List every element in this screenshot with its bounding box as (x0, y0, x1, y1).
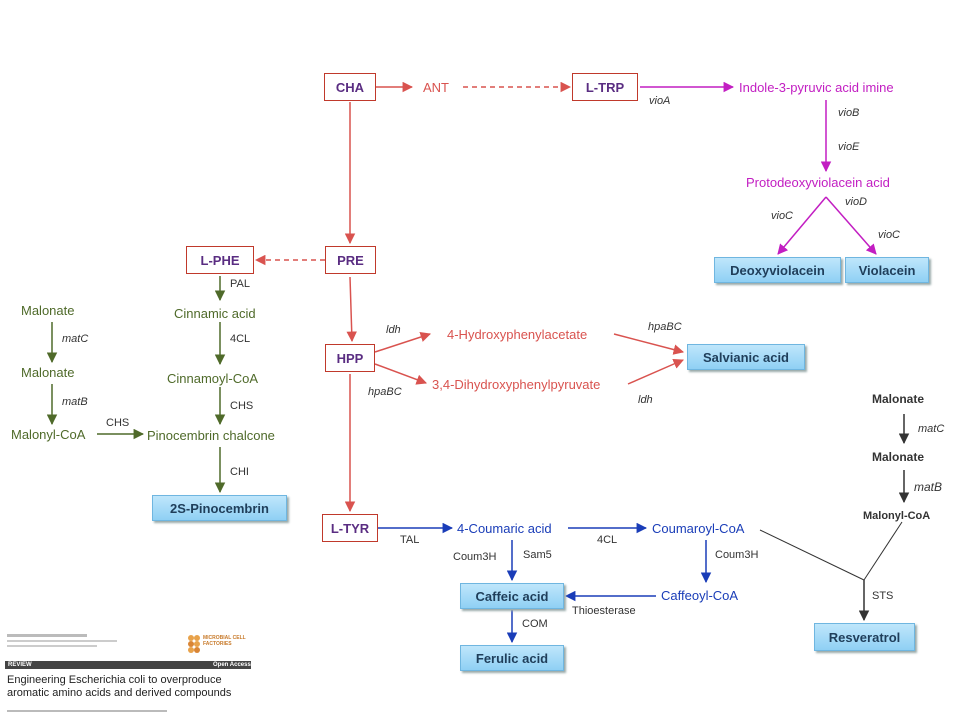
product-salvianic-acid: Salvianic acid (687, 344, 805, 370)
node-dihydroxyphenylpyruvate: 3,4-Dihydroxyphenylpyruvate (432, 377, 601, 392)
enzyme-tal: TAL (400, 534, 420, 546)
enzyme-4cl-left: 4CL (230, 333, 251, 345)
enzyme-4cl-right: 4CL (597, 534, 618, 546)
enzyme-matC-left: matC (62, 333, 89, 345)
edge-hpp-dhpp (374, 363, 427, 385)
edge-proto-viol (825, 196, 877, 255)
node-malonate-left-2: Malonate (21, 365, 75, 380)
enzyme-chs-malonyl: CHS (106, 417, 130, 429)
node-malonylcoa-right: Malonyl-CoA (863, 510, 931, 522)
product-violacein: Violacein (845, 257, 929, 283)
node-cinnamic: Cinnamic acid (174, 306, 256, 321)
enzyme-pal: PAL (230, 278, 250, 290)
node-malonate-right-1: Malonate (872, 392, 925, 406)
enzyme-sam5: Sam5 (523, 549, 552, 561)
enzyme-coum3h-right: Coum3H (715, 549, 759, 561)
journal-logo-icon (188, 635, 200, 653)
node-ltrp: L-TRP (572, 73, 638, 101)
citation-title: Engineering Escherichia coli to overprod… (7, 674, 232, 699)
enzyme-vioC-left: vioC (771, 210, 794, 222)
journal-logo-text: MICROBIAL CELL FACTORIES (203, 635, 246, 647)
citation-tag-open-access: Open Access (213, 662, 251, 668)
node-coumaroyl: Coumaroyl-CoA (652, 521, 745, 536)
node-cinnamoyl: Cinnamoyl-CoA (167, 371, 259, 386)
edge-coumaroyl-sts (759, 529, 865, 581)
citation-header-graphic (5, 634, 251, 669)
edge-hpp-hpa (374, 331, 431, 353)
node-lphe: L-PHE (186, 246, 254, 274)
enzyme-hpabc-top: hpaBC (648, 321, 682, 333)
node-ltyr: L-TYR (322, 514, 378, 542)
enzyme-ldh-bottom: ldh (638, 394, 653, 406)
enzyme-vioE: vioE (838, 141, 860, 153)
node-coumaric: 4-Coumaric acid (457, 521, 552, 536)
enzyme-vioA: vioA (649, 95, 671, 107)
edge-proto-deoxy (777, 196, 827, 255)
enzyme-chi: CHI (230, 466, 249, 478)
enzyme-hpabc-bottom: hpaBC (368, 386, 402, 398)
enzyme-thioesterase: Thioesterase (572, 605, 636, 617)
citation-thumbnail: MICROBIAL CELL FACTORIES REVIEW Open Acc… (5, 628, 255, 718)
edge-malonyl-sts (863, 521, 903, 581)
node-pinocembrin-chalcone: Pinocembrin chalcone (147, 428, 275, 443)
node-cha: CHA (324, 73, 376, 101)
citation-authors-graphic (7, 710, 167, 712)
enzyme-matB-right: matB (914, 480, 943, 494)
enzyme-coum3h-left: Coum3H (453, 551, 497, 563)
node-pre: PRE (325, 246, 376, 274)
edge-hpa-salv (613, 333, 685, 355)
citation-tag-review: REVIEW (8, 662, 32, 668)
node-ant: ANT (423, 80, 449, 95)
product-pinocembrin: 2S-Pinocembrin (152, 495, 287, 521)
node-malonylcoa-left: Malonyl-CoA (11, 427, 86, 442)
node-malonate-right-2: Malonate (872, 450, 925, 464)
product-ferulic-acid: Ferulic acid (460, 645, 564, 671)
product-caffeic-acid: Caffeic acid (460, 583, 564, 609)
enzyme-matC-right: matC (918, 423, 945, 435)
enzyme-sts: STS (872, 590, 894, 602)
edge-dhpp-salv (627, 358, 684, 385)
node-hydroxyphenylacetate: 4-Hydroxyphenylacetate (447, 327, 588, 342)
enzyme-vioB: vioB (838, 107, 860, 119)
node-protodeoxy: Protodeoxyviolacein acid (746, 175, 890, 190)
enzyme-vioD: vioD (845, 196, 868, 208)
node-hpp: HPP (325, 344, 375, 372)
product-deoxyviolacein: Deoxyviolacein (714, 257, 841, 283)
node-malonate-left-1: Malonate (21, 303, 75, 318)
node-caffeoyl: Caffeoyl-CoA (661, 588, 739, 603)
product-resveratrol: Resveratrol (814, 623, 915, 651)
enzyme-chs-left: CHS (230, 400, 254, 412)
enzyme-vioC-right: vioC (878, 229, 901, 241)
edge-pre-hpp (346, 276, 357, 343)
node-indole: Indole-3-pyruvic acid imine (739, 80, 894, 95)
enzyme-ldh-top: ldh (386, 324, 401, 336)
enzyme-com: COM (522, 618, 548, 630)
enzyme-matB-left: matB (62, 396, 88, 408)
